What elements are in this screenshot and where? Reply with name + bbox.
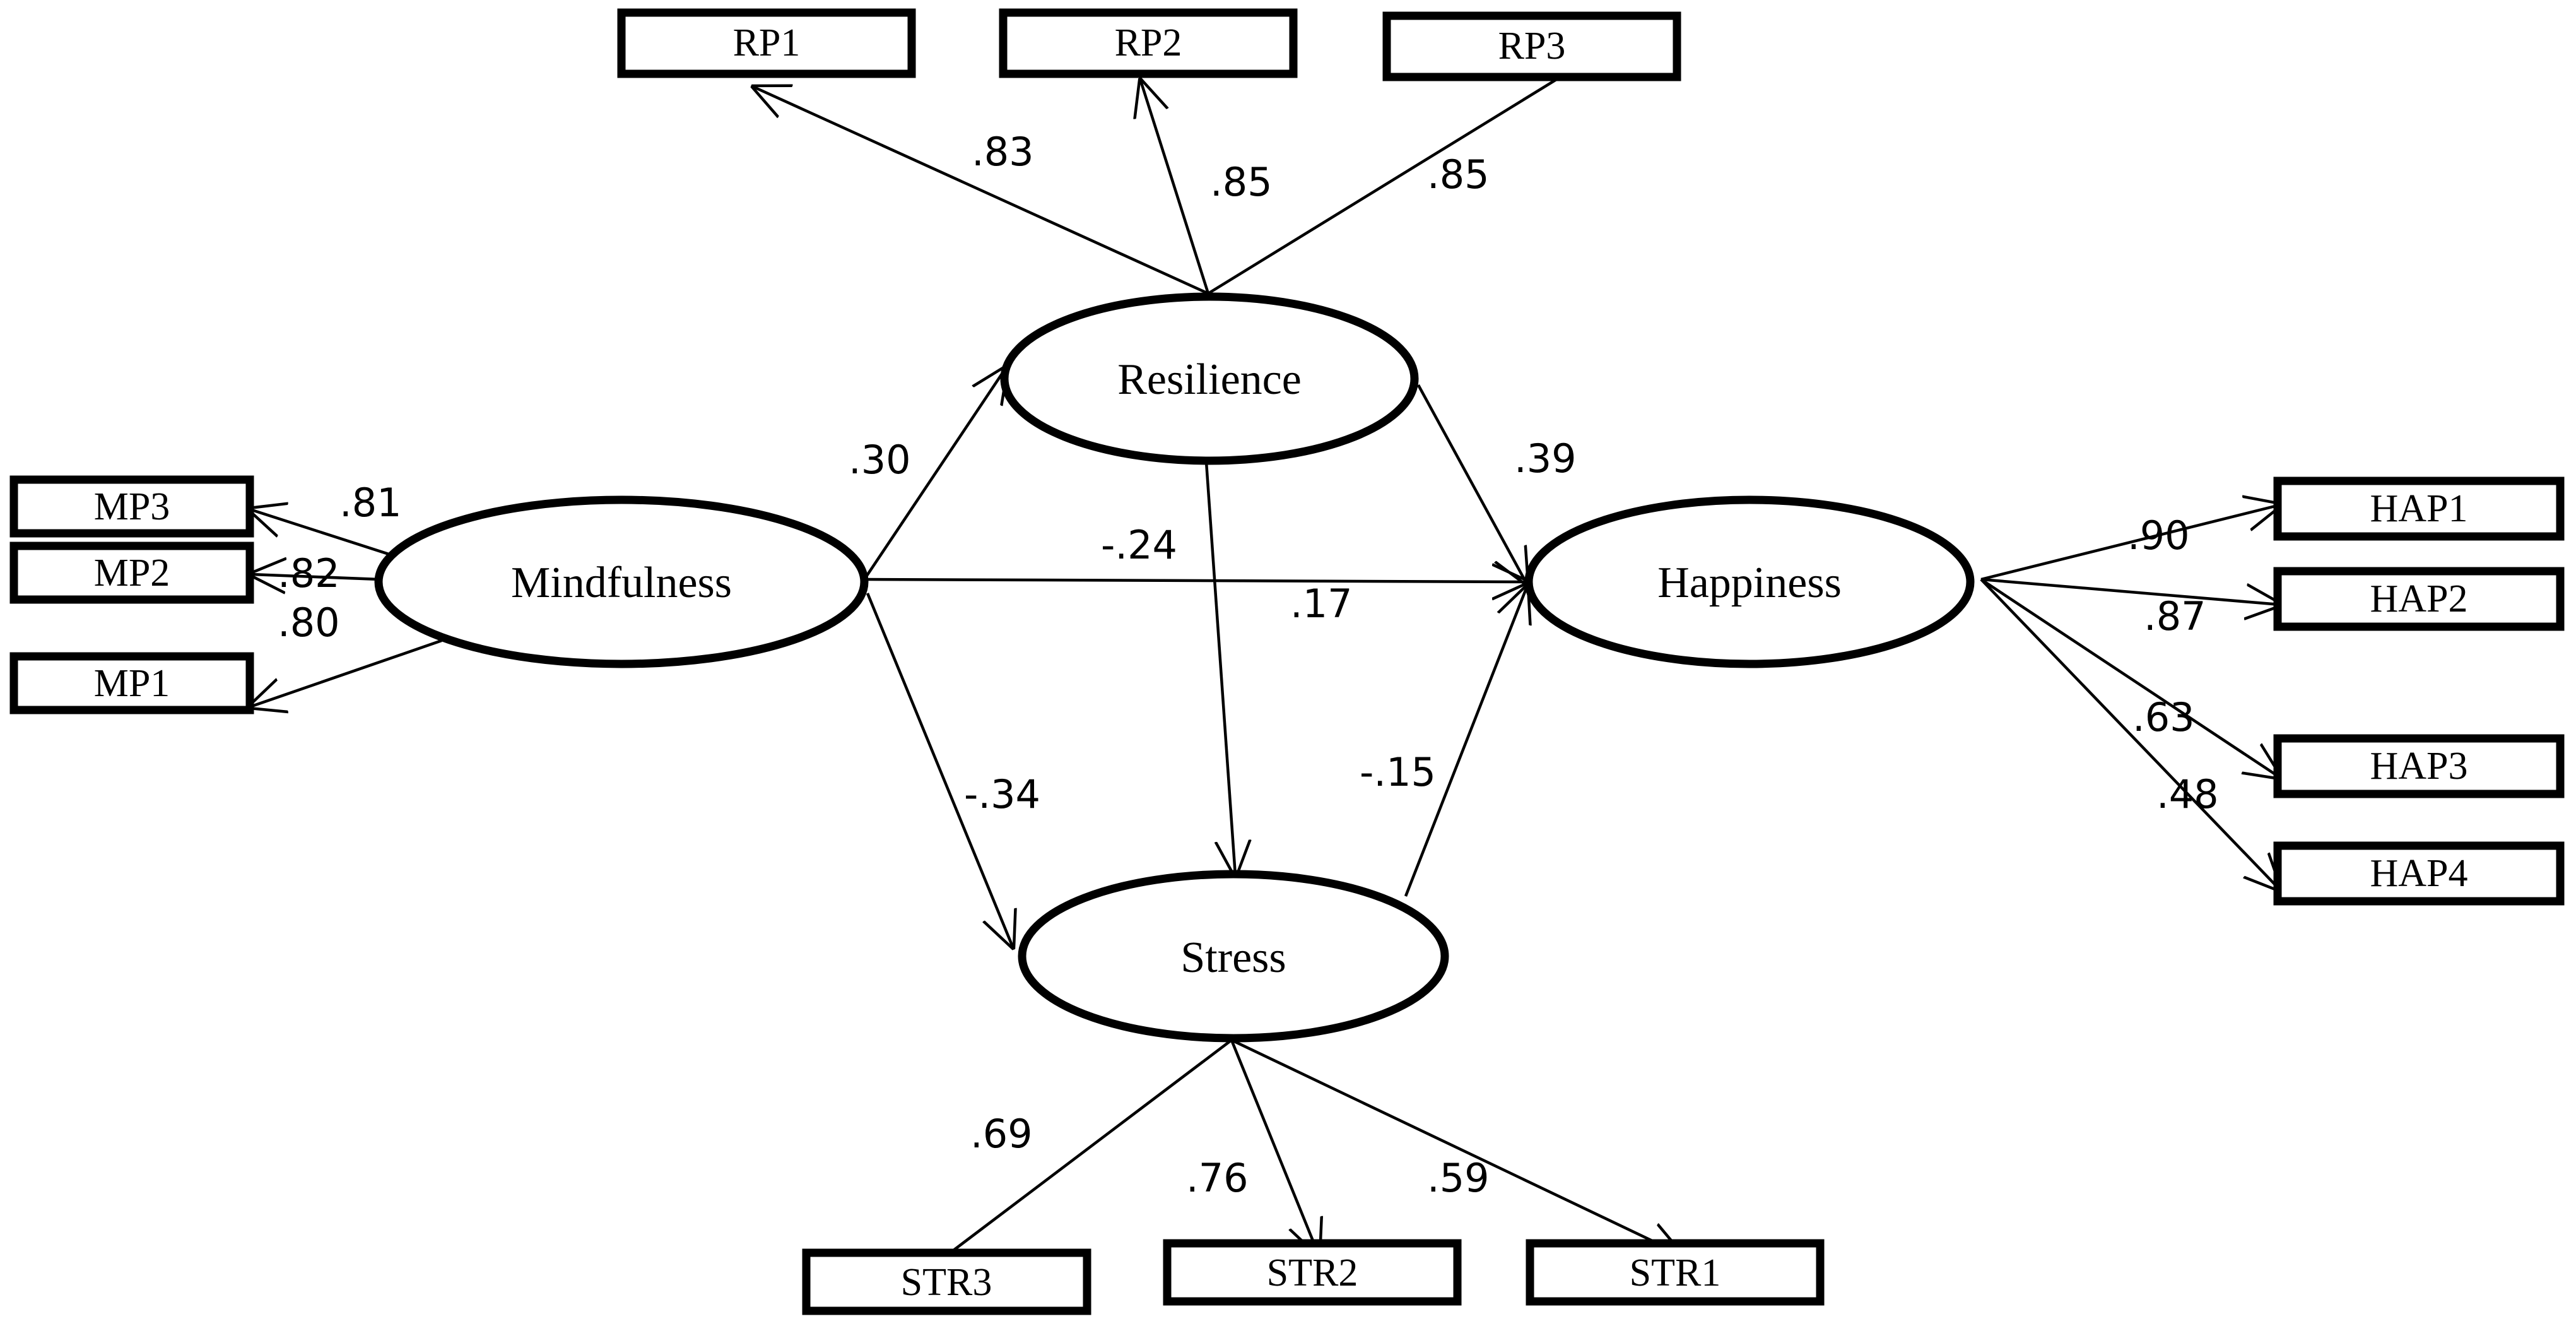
loading-hap1: .90 xyxy=(2127,512,2190,559)
latent-mindfulness-label: Mindfulness xyxy=(511,559,732,607)
indicator-hap3: HAP3 xyxy=(2273,734,2565,798)
indicator-rp2-label: RP2 xyxy=(1115,21,1182,64)
indicator-rp2: RP2 xyxy=(999,8,1298,78)
line-mindfulness-mp1 xyxy=(250,639,442,707)
loading-rp1: .83 xyxy=(972,129,1034,175)
indicator-hap1: HAP1 xyxy=(2273,477,2565,541)
indicator-mp2-label: MP2 xyxy=(94,552,170,595)
latent-stress: Stress xyxy=(1018,870,1449,1043)
indicator-mp2: MP2 xyxy=(9,542,254,604)
loading-coefficients: .83 .85 .85 .81 .82 .80 .90 .87 .63 .48 … xyxy=(278,129,2219,1201)
path-stress-happiness xyxy=(1404,587,1527,897)
loading-mp3: .81 xyxy=(339,480,402,526)
path-coefficients: .30 .17 -.34 -.24 .39 -.15 xyxy=(849,435,1577,817)
latent-stress-label: Stress xyxy=(1180,933,1286,982)
latent-happiness-label: Happiness xyxy=(1657,559,1842,607)
structural-paths xyxy=(863,367,1527,947)
latent-mindfulness: Mindfulness xyxy=(374,495,869,668)
indicator-hap3-label: HAP3 xyxy=(2370,745,2467,788)
coef-mindfulness-stress: -.34 xyxy=(964,771,1040,817)
indicator-hap2-label: HAP2 xyxy=(2370,577,2467,620)
line-happiness-hap4 xyxy=(1980,578,2280,890)
line-resilience-rp1 xyxy=(754,87,1209,295)
indicator-rp1-label: RP1 xyxy=(733,21,801,64)
coef-resilience-stress: -.24 xyxy=(1101,522,1177,568)
indicator-mp3-label: MP3 xyxy=(94,485,170,528)
latent-happiness: Happiness xyxy=(1524,495,1975,668)
line-happiness-hap2 xyxy=(1980,577,2280,605)
loading-str2: .76 xyxy=(1186,1155,1249,1201)
indicator-hap4: HAP4 xyxy=(2273,841,2565,906)
loading-rp2: .85 xyxy=(1210,159,1273,205)
latent-variables: Resilience Mindfulness Happiness Stress xyxy=(374,292,1975,1043)
line-mindfulness-mp2 xyxy=(251,574,380,579)
coef-mindfulness-happiness: .17 xyxy=(1290,581,1353,627)
line-resilience-rp3 xyxy=(1207,44,1614,295)
indicator-str1-label: STR1 xyxy=(1630,1252,1721,1294)
loading-rp3: .85 xyxy=(1427,151,1490,198)
path-resilience-stress xyxy=(1204,461,1235,875)
line-stress-str3 xyxy=(946,1039,1233,1256)
indicator-hap2: HAP2 xyxy=(2273,567,2565,631)
indicator-rp1: RP1 xyxy=(617,8,916,78)
indicator-str3-label: STR3 xyxy=(901,1261,992,1304)
indicator-rp3-label: RP3 xyxy=(1498,25,1566,68)
coef-resilience-happiness: .39 xyxy=(1514,435,1577,482)
latent-resilience-label: Resilience xyxy=(1117,355,1302,404)
loading-mp2: .82 xyxy=(278,550,340,596)
loading-hap2: .87 xyxy=(2144,593,2206,639)
path-mindfulness-stress xyxy=(866,593,1013,947)
loading-str1: .59 xyxy=(1427,1155,1490,1201)
path-mindfulness-happiness xyxy=(867,579,1527,582)
line-resilience-rp2 xyxy=(1141,81,1210,294)
indicator-str3: STR3 xyxy=(802,1248,1091,1315)
loading-str3: .69 xyxy=(970,1111,1033,1157)
line-happiness-hap3 xyxy=(1980,578,2280,778)
indicator-mp1: MP1 xyxy=(9,652,254,714)
line-stress-str2 xyxy=(1230,1039,1319,1255)
indicator-hap4-label: HAP4 xyxy=(2370,852,2467,895)
indicator-boxes: RP1 RP2 RP3 MP3 MP2 MP1 HAP1 HAP2 xyxy=(9,8,2565,1315)
path-resilience-happiness xyxy=(1417,384,1527,584)
loading-hap3: .63 xyxy=(2132,694,2195,740)
loading-mp1: .80 xyxy=(278,600,340,646)
indicator-rp3: RP3 xyxy=(1382,11,1681,81)
indicator-str2: STR2 xyxy=(1163,1239,1462,1306)
indicator-str2-label: STR2 xyxy=(1267,1252,1358,1294)
line-happiness-hap1 xyxy=(1980,505,2280,581)
indicator-mp3: MP3 xyxy=(9,475,254,538)
path-mindfulness-resilience xyxy=(863,367,1006,581)
indicator-str1: STR1 xyxy=(1526,1239,1825,1306)
indicator-hap1-label: HAP1 xyxy=(2370,487,2467,530)
indicator-mp1-label: MP1 xyxy=(94,662,170,705)
line-stress-str1 xyxy=(1231,1038,1681,1255)
loading-hap4: .48 xyxy=(2156,771,2219,817)
latent-resilience: Resilience xyxy=(1000,292,1419,465)
coef-stress-happiness: -.15 xyxy=(1360,749,1436,795)
coef-mindfulness-resilience: .30 xyxy=(849,437,911,483)
loading-lines xyxy=(250,44,2280,1255)
